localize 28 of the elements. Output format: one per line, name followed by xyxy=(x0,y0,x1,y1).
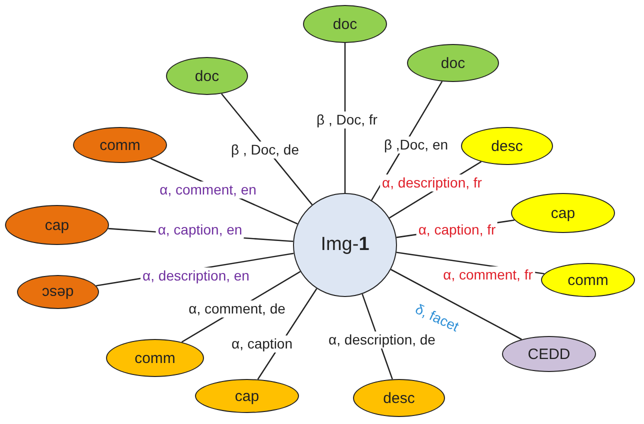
edge-label: α, comment, de xyxy=(186,300,288,318)
edge-label: α, comment, fr xyxy=(441,266,535,284)
connector-line xyxy=(344,43,346,193)
edge-label: α, caption, en xyxy=(156,222,244,238)
node-label: Img-1 xyxy=(320,234,370,256)
node-label: cap xyxy=(234,388,260,404)
node-label: cap xyxy=(550,204,576,222)
edge-label: α, description, en xyxy=(140,268,252,284)
node-label: CEDD xyxy=(528,346,570,362)
node-label: desc xyxy=(383,390,415,406)
node-label: doc xyxy=(440,54,466,72)
node-label: cap xyxy=(44,216,70,234)
edge-label: α, description, de xyxy=(326,332,438,348)
node-label: doc xyxy=(332,16,358,32)
node-label: comm xyxy=(100,136,140,154)
edge-label: α, description, fr xyxy=(380,174,484,192)
node-label: desc xyxy=(491,138,523,154)
edge-label: α, comment, en xyxy=(158,182,258,198)
connector-line xyxy=(390,268,522,340)
edge-label: α, caption xyxy=(229,336,295,352)
node-label: comm xyxy=(134,350,176,366)
edge-label: β , Doc, de xyxy=(229,142,301,158)
edge-label: β ,Doc, en xyxy=(382,136,450,154)
node-label: doc xyxy=(194,68,220,84)
node-label: comm xyxy=(568,272,608,288)
node-label: desc xyxy=(42,284,74,300)
edge-label: β , Doc, fr xyxy=(314,112,380,128)
edge-label: α, caption, fr xyxy=(416,222,498,238)
